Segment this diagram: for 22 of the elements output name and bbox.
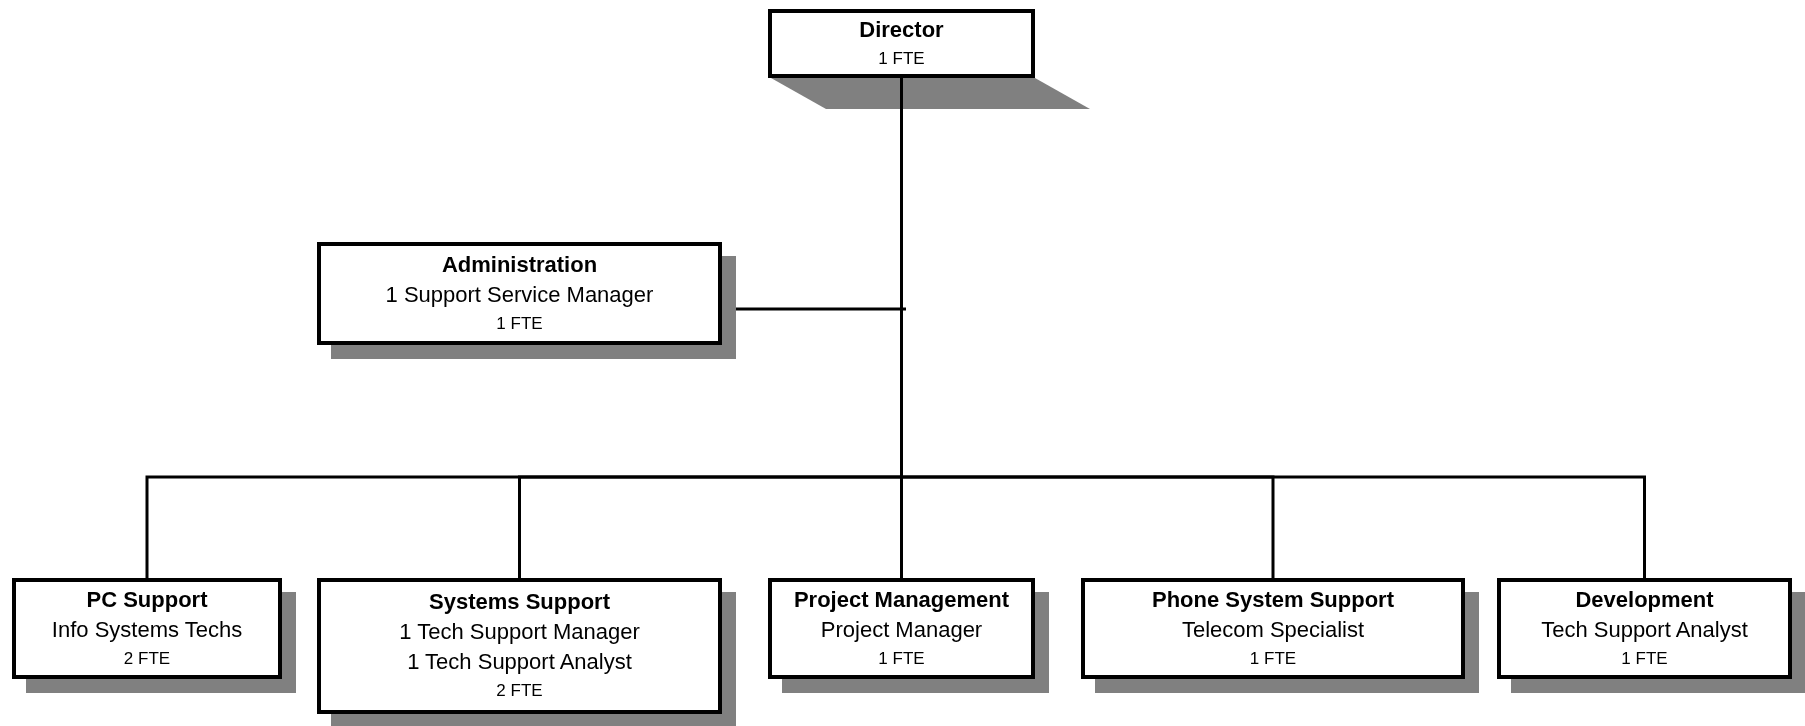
role-text: Telecom Specialist: [1181, 615, 1365, 644]
fte-count: 1 FTE: [878, 647, 925, 670]
unit-title: Administration: [441, 250, 598, 279]
unit-title: Director: [859, 15, 944, 44]
unit-title: PC Support: [86, 585, 208, 614]
role-text: Project Manager: [820, 615, 983, 644]
fte-count: 1 FTE: [878, 47, 925, 70]
role-text: Info Systems Techs: [51, 615, 243, 644]
role-text: 1 Tech Support Manager: [399, 618, 640, 646]
unit-title: Systems Support: [429, 588, 610, 616]
unit-title: Development: [1575, 585, 1714, 614]
role-text: Tech Support Analyst: [1541, 615, 1748, 644]
org-box: [768, 9, 1035, 78]
fte-count: 1 FTE: [1621, 647, 1668, 670]
unit-title: Project Management: [793, 585, 1010, 614]
fte-count: 1 FTE: [1249, 647, 1297, 670]
role-text: 1 Tech Support Analyst: [407, 648, 632, 676]
fte-count: 1 FTE: [496, 312, 543, 335]
unit-title: Phone System Support: [1151, 585, 1394, 614]
role-text: 1 Support Service Manager: [385, 280, 654, 309]
fte-count: 2 FTE: [496, 680, 543, 702]
fte-count: 2 FTE: [123, 647, 171, 670]
